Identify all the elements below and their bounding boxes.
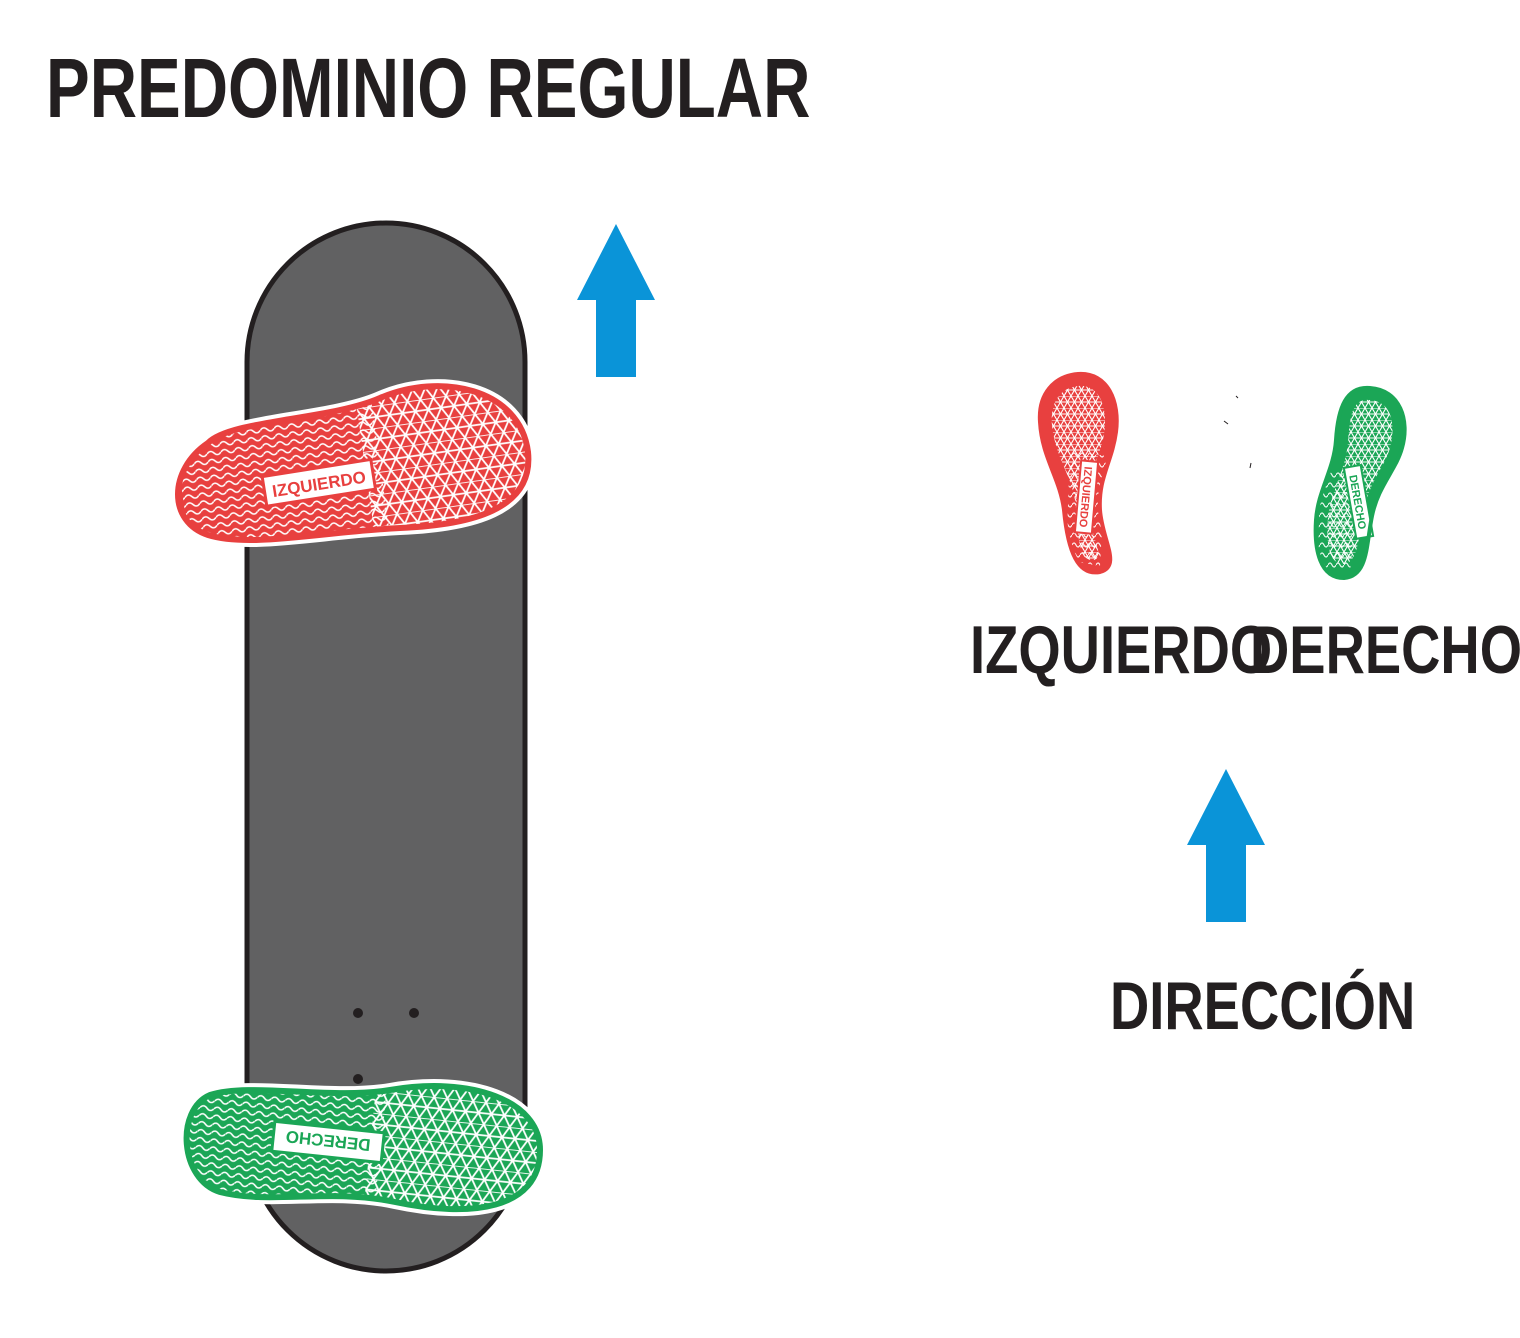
sole-label-left-small: IZQUIERDO xyxy=(1076,466,1093,528)
shoe-sole-right-icon: DERECHO xyxy=(1313,385,1407,581)
stray-marks xyxy=(1223,395,1252,469)
truck-bolt xyxy=(409,1008,419,1018)
shoe-sole-left-icon: IZQUIERDO xyxy=(171,379,536,547)
truck-bolt xyxy=(353,1074,363,1084)
truck-bolt xyxy=(353,1008,363,1018)
direction-label: DIRECCIÓN xyxy=(1110,968,1416,1044)
legend-left-label: IZQUIERDO xyxy=(970,612,1273,688)
legend-right-label: DERECHO xyxy=(1250,612,1520,688)
page-title: PREDOMINIO REGULAR xyxy=(46,41,811,135)
arrow-up-icon xyxy=(577,224,655,377)
shoe-sole-left-icon: IZQUIERDO xyxy=(1037,371,1119,575)
shoe-sole-right-icon: DERECHO xyxy=(179,1079,547,1217)
arrow-up-icon xyxy=(1187,769,1265,922)
